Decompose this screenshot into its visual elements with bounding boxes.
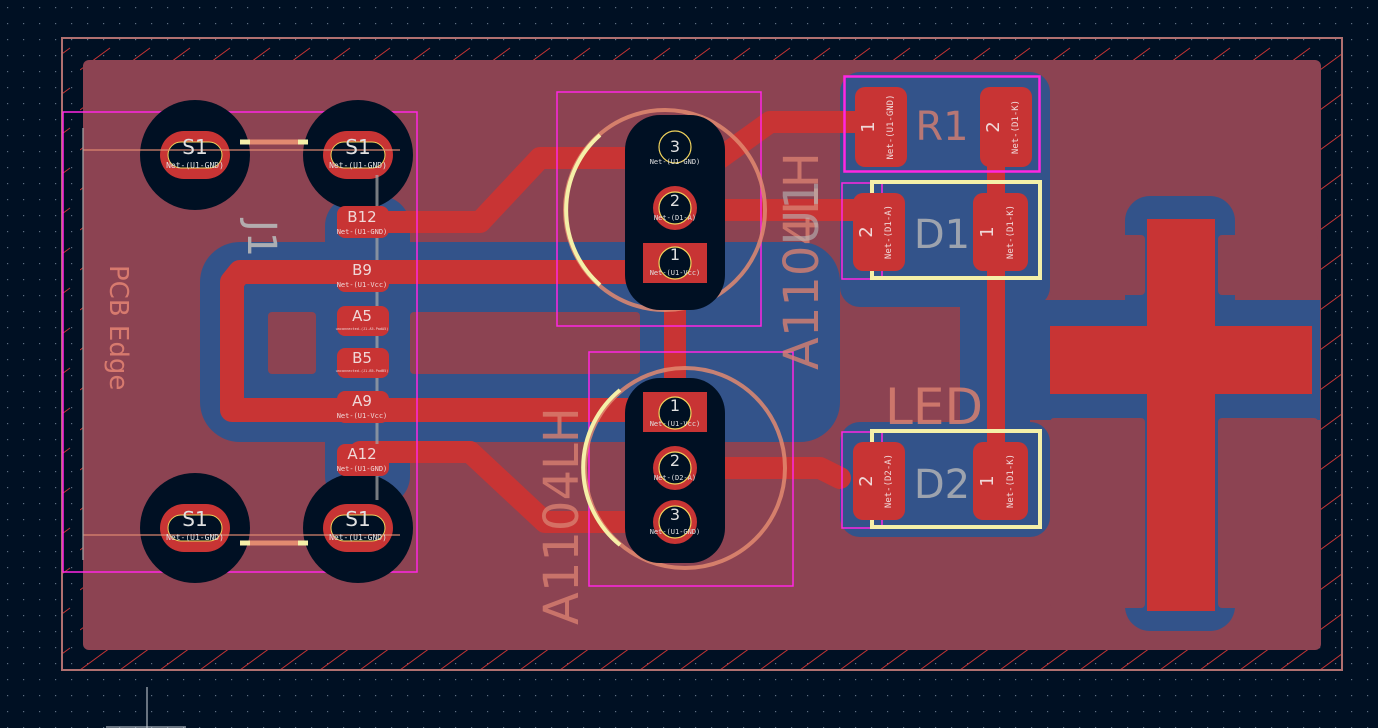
- board-island: [1218, 235, 1318, 295]
- svg-text:1: 1: [670, 396, 680, 415]
- d2-pad-1[interactable]: 1 Net-(D1-K): [973, 442, 1028, 520]
- connector-pad-b9[interactable]: B9 Net-(U1-Vcc): [337, 260, 389, 292]
- connector-pad-b12[interactable]: B12 Net-(U1-GND): [337, 206, 389, 238]
- d2-footprint: D2 2 Net-(D2-A) 1 Net-(D1-K): [853, 429, 1042, 529]
- r1-pad-2[interactable]: 2 Net-(D1-K): [980, 87, 1032, 167]
- svg-text:Net-(D1-K): Net-(D1-K): [1006, 454, 1016, 508]
- d2-pad-2[interactable]: 2 Net-(D2-A): [853, 442, 905, 520]
- svg-text:Net-(D2-A): Net-(D2-A): [654, 474, 696, 482]
- origin-crosshair: [106, 687, 186, 728]
- svg-text:Net-(U1-GND): Net-(U1-GND): [337, 228, 388, 236]
- svg-text:B5: B5: [352, 349, 372, 367]
- svg-text:1: 1: [977, 226, 998, 237]
- svg-text:Net-(U1-GND): Net-(U1-GND): [650, 158, 701, 166]
- d1-ref-label: D1: [914, 212, 970, 258]
- svg-text:2: 2: [670, 451, 680, 470]
- j1-signal-pads: B12 Net-(U1-GND) B9 Net-(U1-Vcc) A5 unco…: [336, 206, 389, 476]
- u1-pin-2[interactable]: 2 Net-(D1-A): [653, 186, 697, 230]
- svg-text:S1: S1: [345, 135, 370, 159]
- svg-text:2: 2: [856, 226, 877, 237]
- svg-text:3: 3: [670, 137, 680, 156]
- r1-footprint: R1 1 Net-(U1-GND) 2 Net-(D1-K): [844, 76, 1040, 172]
- d1-pad-1[interactable]: 1 Net-(D1-K): [973, 193, 1028, 271]
- svg-text:S1: S1: [182, 135, 207, 159]
- u1-pin-3[interactable]: 3 Net-(U1-GND): [650, 130, 701, 166]
- pcb-edge-label: PCB Edge: [103, 265, 133, 390]
- svg-text:Net-(U1-Vcc): Net-(U1-Vcc): [650, 269, 701, 277]
- u2-pin-3[interactable]: 3 Net-(U1-GND): [650, 500, 701, 544]
- shield-pad[interactable]: S1 Net-(U1-GND): [329, 135, 387, 170]
- svg-text:Net-(U1-GND): Net-(U1-GND): [886, 94, 896, 159]
- svg-text:3: 3: [670, 505, 680, 524]
- u1-value-label: A1104LH: [774, 152, 830, 370]
- connector-pad-a5[interactable]: A5 unconnected-(J1-A5-PadA5): [336, 306, 389, 336]
- shield-pad[interactable]: S1 Net-(U1-GND): [329, 507, 387, 542]
- j1-shield-labels: S1 Net-(U1-GND) S1 Net-(U1-GND) S1 Net-(…: [166, 135, 387, 542]
- u2-value-label: A1104LH: [534, 407, 590, 625]
- svg-text:1: 1: [977, 475, 998, 486]
- board-island: [1218, 418, 1318, 608]
- u1-ref-label: U1: [774, 179, 830, 245]
- svg-text:2: 2: [983, 121, 1004, 132]
- shield-pad[interactable]: S1 Net-(U1-GND): [166, 507, 224, 542]
- svg-text:Net-(U1-GND): Net-(U1-GND): [329, 533, 387, 542]
- svg-text:B12: B12: [347, 208, 376, 226]
- shield-pad[interactable]: S1 Net-(U1-GND): [166, 135, 224, 170]
- svg-text:2: 2: [670, 191, 680, 210]
- svg-text:Net-(U1-GND): Net-(U1-GND): [166, 161, 224, 170]
- d1-pad-2[interactable]: 2 Net-(D1-A): [853, 193, 905, 271]
- u2-footprint: 1 Net-(U1-Vcc) 2 Net-(D2-A) 3 Net-(U1-GN…: [625, 378, 725, 563]
- svg-text:Net-(D1-A): Net-(D1-A): [654, 214, 696, 222]
- copper-cross: [1050, 219, 1312, 611]
- j1-shield-pads: [82, 100, 413, 583]
- svg-text:Net-(U1-GND): Net-(U1-GND): [650, 528, 701, 536]
- d2-ref-label: D2: [914, 462, 970, 508]
- svg-text:1: 1: [670, 245, 680, 264]
- u1-footprint: 3 Net-(U1-GND) 2 Net-(D1-A) 1 Net-(U1-Vc…: [625, 115, 725, 310]
- svg-text:unconnected-(J1-B5-PadB5): unconnected-(J1-B5-PadB5): [336, 369, 389, 373]
- svg-text:A12: A12: [347, 445, 376, 463]
- connector-pad-a9[interactable]: A9 Net-(U1-Vcc): [337, 391, 389, 423]
- svg-text:Net-(D1-K): Net-(D1-K): [1011, 100, 1021, 154]
- connector-pad-a12[interactable]: A12 Net-(U1-GND): [337, 444, 389, 476]
- svg-text:Net-(D1-A): Net-(D1-A): [884, 205, 894, 259]
- svg-text:Net-(U1-GND): Net-(U1-GND): [166, 533, 224, 542]
- svg-text:Net-(D2-A): Net-(D2-A): [884, 454, 894, 508]
- svg-text:Net-(U1-Vcc): Net-(U1-Vcc): [337, 281, 388, 289]
- svg-text:Net-(U1-Vcc): Net-(U1-Vcc): [337, 412, 388, 420]
- svg-text:B9: B9: [352, 261, 372, 279]
- connector-pad-b5[interactable]: B5 unconnected-(J1-B5-PadB5): [336, 348, 389, 378]
- svg-text:A5: A5: [352, 307, 372, 325]
- svg-text:2: 2: [856, 475, 877, 486]
- board-island: [1050, 418, 1145, 608]
- j1-ref-label: J1: [238, 217, 284, 257]
- svg-text:Net-(U1-Vcc): Net-(U1-Vcc): [650, 420, 701, 428]
- svg-text:S1: S1: [182, 507, 207, 531]
- u1-pin-1[interactable]: 1 Net-(U1-Vcc): [643, 243, 707, 283]
- svg-text:Net-(U1-GND): Net-(U1-GND): [329, 161, 387, 170]
- svg-text:unconnected-(J1-A5-PadA5): unconnected-(J1-A5-PadA5): [336, 327, 389, 331]
- svg-text:Net-(D1-K): Net-(D1-K): [1006, 205, 1016, 259]
- svg-text:Net-(U1-GND): Net-(U1-GND): [337, 465, 388, 473]
- board-island: [410, 312, 640, 374]
- u2-pin-1[interactable]: 1 Net-(U1-Vcc): [643, 392, 707, 432]
- svg-text:1: 1: [858, 121, 879, 132]
- d1-footprint: D1 2 Net-(D1-A) 1 Net-(D1-K): [853, 180, 1042, 280]
- u2-pin-2[interactable]: 2 Net-(D2-A): [653, 446, 697, 490]
- r1-ref-label: R1: [915, 104, 968, 150]
- d2-value-label: LED: [885, 378, 983, 436]
- svg-text:S1: S1: [345, 507, 370, 531]
- r1-pad-1[interactable]: 1 Net-(U1-GND): [855, 87, 907, 167]
- board-island: [1050, 235, 1145, 295]
- board-island: [268, 312, 316, 374]
- svg-text:A9: A9: [352, 392, 372, 410]
